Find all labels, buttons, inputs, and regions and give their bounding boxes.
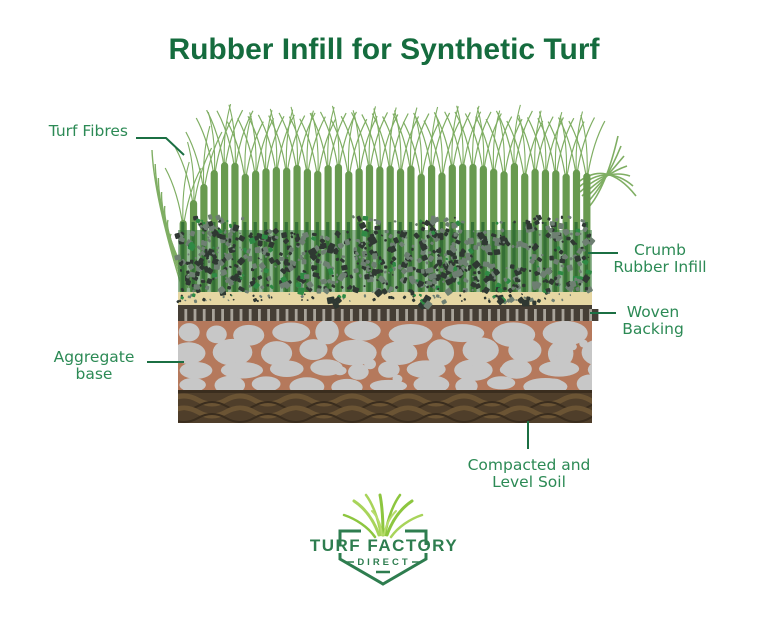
compacted-soil-layer [178,390,592,423]
label-aggregate-base: Aggregate base [42,349,146,383]
logo-bracket-left [338,529,361,545]
label-turf-fibres: Turf Fibres [22,123,128,140]
aggregate-base-layer [178,321,592,390]
label-woven-backing: Woven Backing [606,304,700,338]
label-woven-line1: Woven [626,303,680,321]
logo-bracket-right [405,529,428,545]
logo-brand-text: TURF FACTORY [309,536,459,555]
crumb-rubber-layer [178,222,592,292]
turf-fibres-wisps [164,103,606,229]
logo-grass-icon [342,493,424,539]
label-agg-line2: base [75,365,113,383]
label-crumb-line2: Rubber Infill [613,258,707,276]
crumb-rubber-particles [174,214,596,310]
label-connector-lines [136,137,618,449]
label-compacted-level-soil: Compacted and Level Soil [444,457,614,491]
woven-backing-layer [178,305,599,321]
label-soil-line2: Level Soil [492,473,566,491]
logo-chevron [338,553,428,586]
turf-factory-direct-logo: TURF FACTORY DIRECT [304,491,464,597]
label-crumb-rubber-infill: Crumb Rubber Infill [601,242,719,276]
logo-sub-text: DIRECT [357,557,411,568]
label-soil-line1: Compacted and [467,456,591,474]
label-crumb-line1: Crumb [634,241,686,259]
label-turf-fibres-text: Turf Fibres [48,122,128,140]
label-agg-line1: Aggregate [53,348,135,366]
page-title: Rubber Infill for Synthetic Turf [168,33,600,66]
label-woven-line2: Backing [622,320,684,338]
turf-fibres-connector [136,137,185,156]
logo-badge-icon [338,493,428,586]
